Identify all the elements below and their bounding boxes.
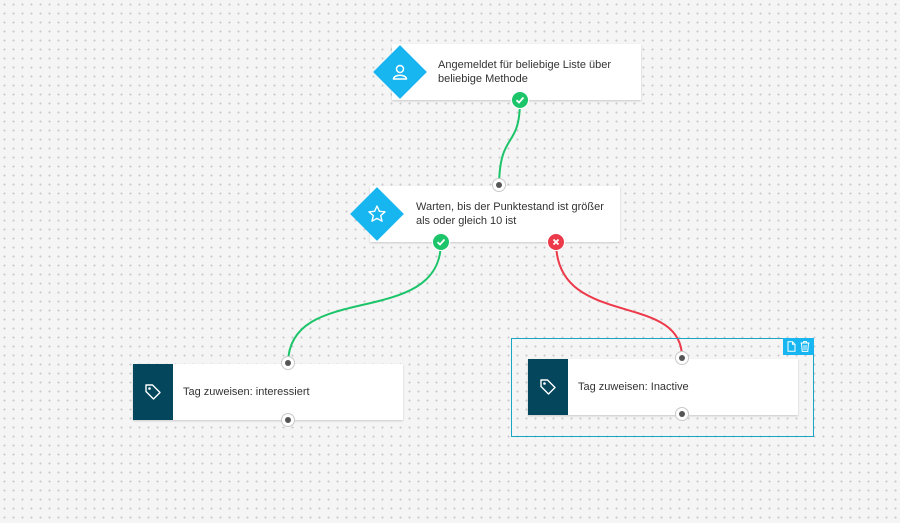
trigger-node-label: Angemeldet für beliebige Liste über beli… xyxy=(438,59,612,85)
trigger-node[interactable]: Angemeldet für beliebige Liste über beli… xyxy=(392,44,641,100)
tag-inactive-input-port[interactable] xyxy=(675,351,689,365)
wait-node-input-port[interactable] xyxy=(492,178,506,192)
wait-no-badge xyxy=(547,233,565,251)
tag-inactive-node[interactable]: Tag zuweisen: Inactive xyxy=(528,359,798,415)
tag-interessiert-output-port[interactable] xyxy=(281,413,295,427)
tag-inactive-label: Tag zuweisen: Inactive xyxy=(578,381,689,393)
wait-node-label: Warten, bis der Punktestand ist größer a… xyxy=(416,201,604,227)
tag-icon xyxy=(540,379,556,395)
wait-yes-badge xyxy=(432,233,450,251)
check-icon xyxy=(515,96,525,104)
tag-interessiert-icon-box xyxy=(133,364,173,420)
tag-interessiert-input-port[interactable] xyxy=(281,356,295,370)
copy-icon xyxy=(787,341,796,352)
selection-frame xyxy=(511,338,814,437)
user-icon xyxy=(373,45,427,99)
x-icon xyxy=(552,238,560,246)
tag-inactive-icon-box xyxy=(528,359,568,415)
tag-inactive-output-port[interactable] xyxy=(675,407,689,421)
trigger-yes-badge xyxy=(511,91,529,109)
wait-node[interactable]: Warten, bis der Punktestand ist größer a… xyxy=(370,186,620,242)
trash-icon xyxy=(800,341,810,352)
tag-icon xyxy=(145,384,161,400)
connection-wait-yes-to-tag xyxy=(287,241,442,364)
delete-button[interactable] xyxy=(799,340,811,353)
tag-interessiert-node[interactable]: Tag zuweisen: interessiert xyxy=(133,364,403,420)
selection-toolbar xyxy=(783,338,814,355)
star-icon xyxy=(350,187,404,241)
connection-trigger-to-wait xyxy=(498,99,521,186)
check-icon xyxy=(436,238,446,246)
copy-button[interactable] xyxy=(786,340,798,353)
tag-interessiert-label: Tag zuweisen: interessiert xyxy=(183,386,310,398)
